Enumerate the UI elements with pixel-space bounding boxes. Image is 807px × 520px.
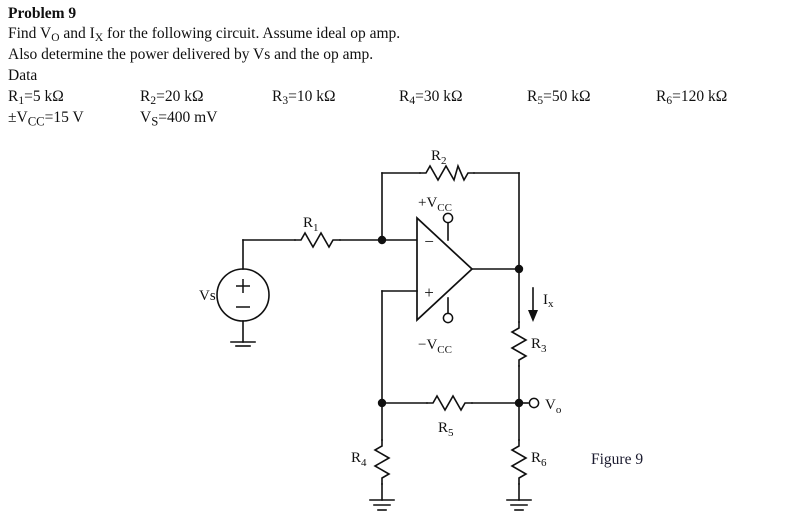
resistor-r6	[510, 439, 528, 485]
ground-symbol-r4	[369, 499, 395, 511]
current-arrow-ix	[528, 287, 538, 322]
data-value-r5: R5=50 kΩ	[527, 88, 591, 108]
data-value-vcc: ±VCC=15 V	[8, 109, 84, 129]
opamp-negative-supply-pin	[442, 297, 454, 324]
label-r3: R3	[531, 336, 547, 355]
opamp-positive-supply-pin	[442, 212, 454, 241]
problem-statement-line-1: Find VO and IX for the following circuit…	[8, 25, 401, 45]
opamp-inverting-label: −	[424, 232, 434, 251]
data-heading: Data	[8, 67, 38, 84]
resistor-r3	[510, 321, 528, 367]
output-terminal-vo	[528, 397, 540, 409]
data-value-r6: R6=120 kΩ	[656, 88, 728, 108]
label-r2: R2	[431, 148, 447, 167]
source-label: Vs	[199, 288, 216, 304]
data-value-r2: R2=20 kΩ	[140, 88, 204, 108]
opamp-noninverting-label: +	[424, 283, 434, 302]
ground-symbol-source	[230, 341, 256, 347]
page-title: Problem 9	[8, 5, 77, 22]
data-value-r3: R3=10 kΩ	[272, 88, 336, 108]
voltage-source-vs	[216, 239, 270, 343]
op-amp: − +	[416, 212, 520, 324]
resistor-r2	[419, 163, 475, 183]
data-value-vs: VS=400 mV	[140, 109, 218, 129]
label-ix: Ix	[543, 292, 554, 310]
ground-symbol-r6	[506, 499, 532, 511]
figure-caption: Figure 9	[591, 451, 644, 468]
label-r1: R1	[303, 215, 319, 234]
problem-statement-line-2: Also determine the power delivered by Vs…	[8, 46, 374, 63]
label-r5: R5	[438, 420, 454, 439]
data-value-r1: R1=5 kΩ	[8, 88, 64, 108]
resistor-r1	[294, 231, 341, 249]
label-vo: Vo	[545, 397, 562, 416]
resistor-r4	[373, 439, 391, 485]
resistor-r5	[426, 394, 473, 412]
data-value-r4: R4=30 kΩ	[399, 88, 463, 108]
label-r6: R6	[531, 450, 547, 469]
label-negative-vcc: −VCC	[418, 337, 452, 356]
source-plus-sign	[236, 279, 250, 293]
label-positive-vcc: +VCC	[418, 195, 452, 214]
label-r4: R4	[351, 450, 367, 469]
